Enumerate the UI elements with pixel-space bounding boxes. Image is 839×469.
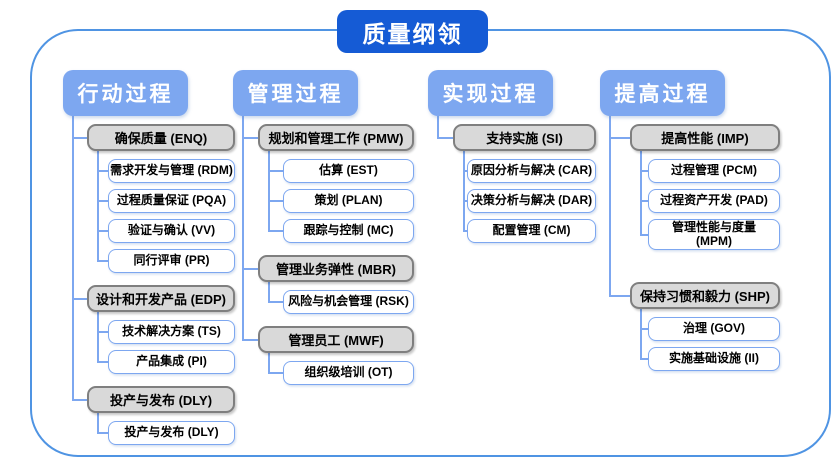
connector-line (268, 301, 283, 303)
connector-line (242, 268, 258, 270)
leaf-ii: 实施基础设施 (II) (648, 347, 780, 371)
connector-line (242, 137, 258, 139)
connector-line (97, 331, 108, 333)
connector-line (97, 200, 108, 202)
connector-line (640, 309, 642, 359)
connector-line (72, 137, 87, 139)
column-header-improvement-process: 提高过程 (600, 70, 725, 116)
connector-line (268, 230, 283, 232)
connector-line (463, 200, 467, 202)
leaf-dly: 投产与发布 (DLY) (108, 421, 235, 445)
leaf-cm: 配置管理 (CM) (467, 219, 596, 243)
node-shp: 保持习惯和毅力 (SHP) (630, 282, 780, 309)
connector-line (640, 170, 648, 172)
connector-line (97, 260, 108, 262)
column-header-action-process: 行动过程 (63, 70, 188, 116)
connector-line (268, 200, 283, 202)
leaf-pi: 产品集成 (PI) (108, 350, 235, 374)
connector-line (97, 413, 99, 433)
node-mwf: 管理员工 (MWF) (258, 326, 414, 353)
leaf-mpm: 管理性能与度量 (MPM) (648, 219, 780, 250)
connector-line (463, 230, 467, 232)
column-header-management-process: 管理过程 (233, 70, 358, 116)
leaf-ot: 组织级培训 (OT) (283, 361, 414, 385)
connector-line (268, 170, 283, 172)
node-mbr: 管理业务弹性 (MBR) (258, 255, 414, 282)
connector-line (609, 116, 611, 296)
connector-line (97, 230, 108, 232)
leaf-vv: 验证与确认 (VV) (108, 219, 235, 243)
leaf-dar: 决策分析与解决 (DAR) (467, 189, 596, 213)
connector-line (437, 137, 453, 139)
connector-line (72, 399, 87, 401)
connector-line (242, 339, 258, 341)
leaf-gov: 治理 (GOV) (648, 317, 780, 341)
connector-line (437, 116, 439, 138)
leaf-pqa: 过程质量保证 (PQA) (108, 189, 235, 213)
connector-line (463, 151, 465, 231)
node-imp: 提高性能 (IMP) (630, 124, 780, 151)
diagram-title: 质量纲领 (337, 10, 488, 53)
column-header-implementation-process: 实现过程 (428, 70, 553, 116)
connector-line (72, 298, 87, 300)
connector-line (640, 358, 648, 360)
connector-line (242, 116, 244, 340)
connector-line (97, 170, 108, 172)
connector-line (97, 312, 99, 362)
connector-line (640, 151, 642, 235)
node-enq: 确保质量 (ENQ) (87, 124, 235, 151)
leaf-pcm: 过程管理 (PCM) (648, 159, 780, 183)
connector-line (72, 116, 74, 400)
connector-line (97, 432, 108, 434)
leaf-pr: 同行评审 (PR) (108, 249, 235, 273)
connector-line (640, 328, 648, 330)
connector-line (609, 295, 630, 297)
connector-line (97, 151, 99, 261)
leaf-plan: 策划 (PLAN) (283, 189, 414, 213)
connector-line (268, 282, 270, 302)
node-edp: 设计和开发产品 (EDP) (87, 285, 235, 312)
connector-line (268, 353, 270, 373)
connector-line (268, 372, 283, 374)
leaf-est: 估算 (EST) (283, 159, 414, 183)
connector-line (463, 170, 467, 172)
node-dly: 投产与发布 (DLY) (87, 386, 235, 413)
node-pmw: 规划和管理工作 (PMW) (258, 124, 414, 151)
connector-line (97, 361, 108, 363)
connector-line (268, 151, 270, 231)
leaf-car: 原因分析与解决 (CAR) (467, 159, 596, 183)
leaf-rsk: 风险与机会管理 (RSK) (283, 290, 414, 314)
leaf-rdm: 需求开发与管理 (RDM) (108, 159, 235, 183)
leaf-ts: 技术解决方案 (TS) (108, 320, 235, 344)
leaf-mc: 跟踪与控制 (MC) (283, 219, 414, 243)
connector-line (609, 137, 630, 139)
connector-line (640, 234, 648, 236)
node-si: 支持实施 (SI) (453, 124, 596, 151)
leaf-pad: 过程资产开发 (PAD) (648, 189, 780, 213)
connector-line (640, 200, 648, 202)
